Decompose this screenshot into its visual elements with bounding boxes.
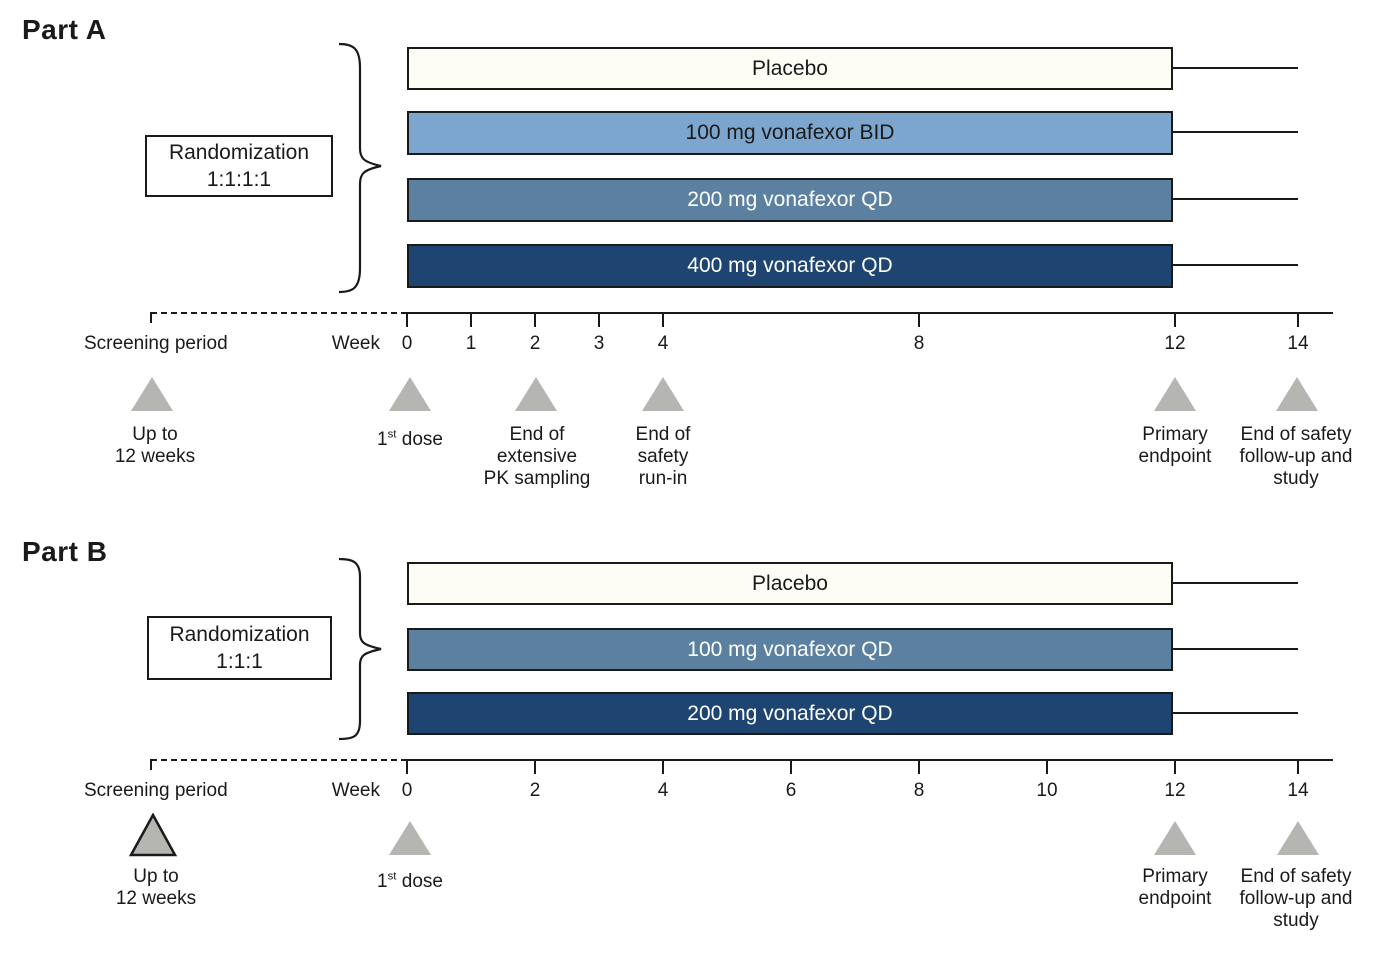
tick-label: 2: [529, 780, 541, 801]
milestone-triangle-screening: [130, 376, 174, 412]
randomization-label: Randomization: [168, 141, 310, 164]
followup-line: [1172, 198, 1298, 200]
bar-label: 400 mg vonafexor QD: [687, 254, 893, 277]
tick-label: 6: [785, 780, 797, 801]
treatment-bar-400qd: 400 mg vonafexor QD: [407, 244, 1173, 288]
screening-period-label: Screening period: [84, 780, 228, 801]
week-axis-label: Week: [331, 333, 380, 354]
part-a-title: Part A: [22, 14, 107, 45]
part-b-brace: [338, 557, 382, 741]
milestone-caption-primary: Primary endpoint: [1138, 866, 1212, 909]
bar-label: 200 mg vonafexor QD: [687, 701, 893, 725]
tick-mark-week4: [662, 312, 664, 327]
milestone-triangle-screening: [128, 812, 178, 857]
treatment-bar-100qd: 100 mg vonafexor QD: [407, 628, 1173, 671]
screening-start-tick: [150, 312, 152, 323]
bar-label: Placebo: [752, 56, 828, 80]
followup-line: [1172, 67, 1298, 69]
followup-line: [1172, 712, 1298, 714]
screening-start-tick: [150, 759, 152, 770]
bar-label: 100 mg vonafexor BID: [685, 121, 895, 144]
followup-line: [1172, 582, 1298, 584]
tick-mark-week12: [1174, 759, 1176, 774]
milestone-caption-first-dose: 1st dose: [377, 428, 443, 450]
tick-label: 10: [1036, 780, 1058, 801]
treatment-bar-placebo: Placebo: [407, 47, 1173, 90]
milestone-caption-primary: Primary endpoint: [1138, 424, 1212, 467]
milestone-triangle-primary: [1153, 820, 1197, 856]
tick-mark-week0: [406, 759, 408, 774]
tick-label: 1: [465, 333, 477, 354]
milestone-triangle-safety-runin: [641, 376, 685, 412]
milestone-caption-screening: Up to 12 weeks: [114, 424, 196, 467]
randomization-ratio: 1:1:1: [216, 650, 263, 673]
tick-label: 0: [401, 333, 413, 354]
treatment-bar-200qd: 200 mg vonafexor QD: [407, 692, 1173, 735]
tick-mark-week12: [1174, 312, 1176, 327]
week-axis-label: Week: [331, 780, 380, 801]
screening-period-label: Screening period: [84, 333, 228, 354]
part-b-title: Part B: [22, 536, 108, 567]
treatment-bar-placebo: Placebo: [407, 562, 1173, 605]
tick-label: 4: [657, 333, 669, 354]
part-b-randomization-box: Randomization 1:1:1: [147, 616, 332, 680]
milestone-triangle-primary: [1153, 376, 1197, 412]
tick-mark-week2: [534, 759, 536, 774]
tick-label: 3: [593, 333, 605, 354]
followup-line: [1172, 264, 1298, 266]
tick-mark-week8: [918, 759, 920, 774]
tick-label: 12: [1164, 333, 1186, 354]
followup-line: [1172, 648, 1298, 650]
part-a-brace: [338, 42, 382, 294]
milestone-caption-first-dose: 1st dose: [377, 870, 443, 892]
tick-label: 14: [1287, 780, 1309, 801]
timeline-axis: [407, 759, 1333, 761]
tick-label: 0: [401, 780, 413, 801]
tick-label: 14: [1287, 333, 1309, 354]
tick-label: 8: [913, 333, 925, 354]
tick-mark-week8: [918, 312, 920, 327]
bar-label: Placebo: [752, 571, 828, 595]
part-a-randomization-box: Randomization 1:1:1:1: [145, 135, 333, 197]
milestone-triangle-first-dose: [388, 376, 432, 412]
tick-mark-week4: [662, 759, 664, 774]
screening-dashed-line: [151, 312, 407, 314]
milestone-triangle-end-safety: [1276, 820, 1320, 856]
randomization-label: Randomization: [169, 623, 310, 646]
tick-label: 8: [913, 780, 925, 801]
tick-mark-week14: [1297, 312, 1299, 327]
tick-label: 12: [1164, 780, 1186, 801]
treatment-bar-100bid: 100 mg vonafexor BID: [407, 111, 1173, 155]
tick-mark-week1: [470, 312, 472, 327]
randomization-ratio: 1:1:1:1: [206, 168, 272, 191]
milestone-caption-end-safety: End of safety follow-up and study: [1239, 866, 1353, 931]
milestone-caption-end-safety: End of safety follow-up and study: [1239, 424, 1353, 489]
tick-label: 4: [657, 780, 669, 801]
tick-mark-week10: [1046, 759, 1048, 774]
milestone-triangle-pk: [514, 376, 558, 412]
bar-label: 200 mg vonafexor QD: [687, 188, 893, 211]
bar-label: 100 mg vonafexor QD: [687, 637, 893, 661]
milestone-caption-screening: Up to 12 weeks: [115, 866, 197, 909]
treatment-bar-200qd: 200 mg vonafexor QD: [407, 178, 1173, 222]
tick-mark-week14: [1297, 759, 1299, 774]
milestone-triangle-first-dose: [388, 820, 432, 856]
tick-mark-week2: [534, 312, 536, 327]
milestone-triangle-end-safety: [1275, 376, 1319, 412]
tick-label: 2: [529, 333, 541, 354]
milestone-caption-safety-runin: End of safety run-in: [635, 424, 691, 489]
timeline-axis: [407, 312, 1333, 314]
tick-mark-week3: [598, 312, 600, 327]
tick-mark-week0: [406, 312, 408, 327]
followup-line: [1172, 131, 1298, 133]
milestone-caption-pk: End of extensive PK sampling: [483, 424, 591, 489]
screening-dashed-line: [151, 759, 407, 761]
tick-mark-week6: [790, 759, 792, 774]
